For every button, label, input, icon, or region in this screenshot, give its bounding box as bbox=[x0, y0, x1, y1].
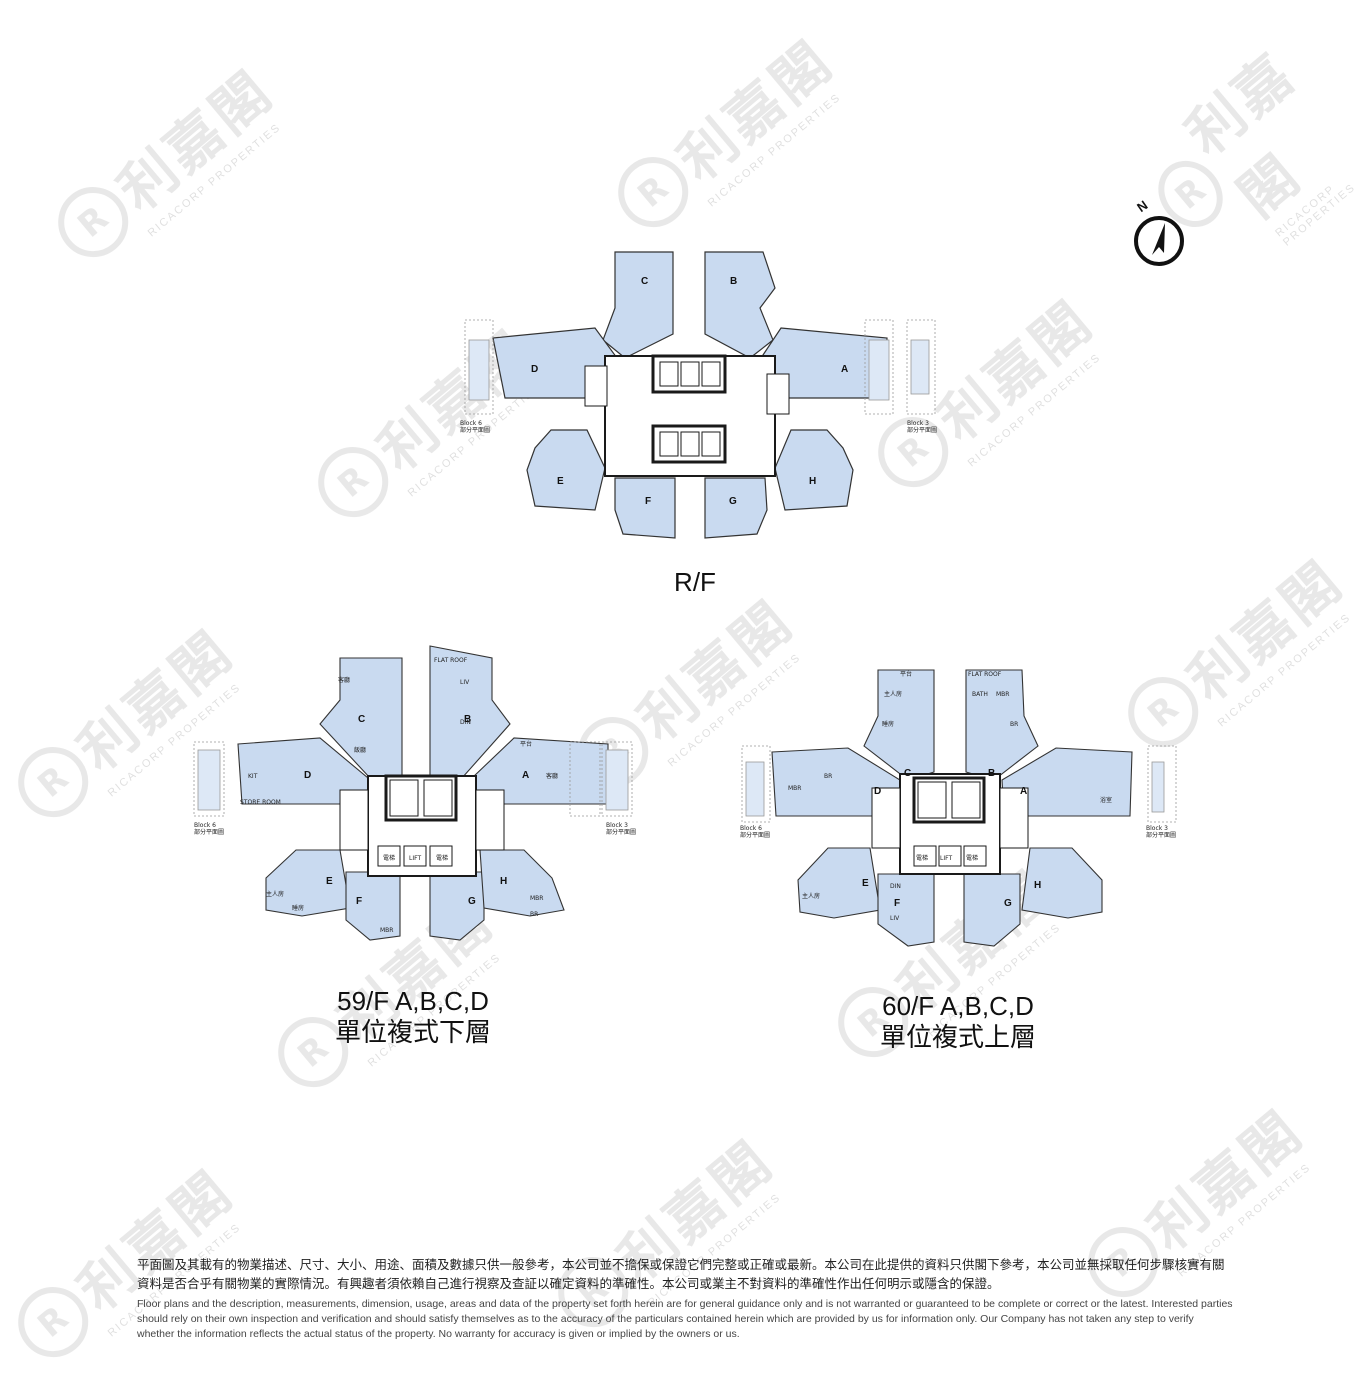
59f-caption-line2: 單位複式下層 bbox=[334, 1018, 491, 1048]
room-label: KIT bbox=[248, 773, 258, 780]
disclaimer: 平面圖及其載有的物業描述、尺寸、大小、用途、面積及數據只供一般參考，本公司並不擔… bbox=[137, 1255, 1233, 1342]
room-label: MBR bbox=[380, 927, 393, 934]
compass-n-label: N bbox=[1134, 197, 1150, 215]
unit-label-b: B bbox=[988, 768, 995, 779]
unit-label-d: D bbox=[531, 364, 538, 375]
room-label: 主人房 bbox=[266, 890, 284, 898]
room-label: BR bbox=[824, 773, 832, 780]
unit-label-b: B bbox=[730, 276, 737, 287]
room-label: 平台 bbox=[900, 670, 912, 678]
room-label: LIV bbox=[890, 915, 900, 922]
unit-label-h: H bbox=[1034, 880, 1041, 891]
room-label: 平台 bbox=[520, 740, 532, 748]
block-6-label: Block 6 bbox=[740, 825, 762, 832]
room-label: STORE ROOM bbox=[240, 799, 281, 806]
60f-caption: 60/F A,B,C,D 單位複式上層 bbox=[828, 990, 1088, 1054]
room-label: BATH bbox=[972, 691, 988, 698]
room-label: MBR bbox=[996, 691, 1009, 698]
room-label: FLAT ROOF bbox=[968, 671, 1002, 678]
unit-label-c: C bbox=[904, 768, 911, 779]
room-label: LIFT bbox=[409, 855, 421, 862]
room-label: MBR bbox=[530, 895, 543, 902]
block-3-sub: 部分平面圖 bbox=[1146, 831, 1176, 839]
disclaimer-english: Floor plans and the description, measure… bbox=[137, 1298, 1233, 1340]
unit-label-g: G bbox=[729, 496, 737, 507]
room-label: 電梯 bbox=[383, 854, 395, 862]
disclaimer-chinese: 平面圖及其載有的物業描述、尺寸、大小、用途、面積及數據只供一般參考，本公司並不擔… bbox=[137, 1257, 1225, 1291]
room-label: LIFT bbox=[940, 855, 952, 862]
60f-floor-plan: C B D A E F G H 平台 FLAT ROOF 主人房 MBR BR … bbox=[738, 662, 1178, 952]
unit-label-h: H bbox=[500, 876, 507, 887]
60f-caption-line2: 單位複式上層 bbox=[879, 1023, 1036, 1053]
unit-label-a: A bbox=[841, 364, 848, 375]
unit-label-e: E bbox=[862, 878, 869, 889]
room-label: BR bbox=[530, 911, 538, 918]
unit-label-d: D bbox=[874, 786, 881, 797]
unit-label-c: C bbox=[358, 714, 365, 725]
block-3-label: Block 3 bbox=[907, 420, 929, 427]
room-label: 飯廳 bbox=[354, 746, 366, 754]
block-3-sub: 部分平面圖 bbox=[907, 426, 937, 434]
59f-caption-line1: 59/F A,B,C,D bbox=[337, 986, 489, 1016]
unit-label-g: G bbox=[1004, 898, 1012, 909]
room-label: 睡房 bbox=[292, 904, 304, 912]
unit-label-g: G bbox=[468, 896, 476, 907]
block-6-sub: 部分平面圖 bbox=[194, 828, 224, 836]
unit-label-b: B bbox=[464, 714, 471, 725]
block-6-sub: 部分平面圖 bbox=[740, 831, 770, 839]
room-label: 主人房 bbox=[802, 892, 820, 900]
north-compass-icon: N bbox=[1128, 195, 1192, 280]
room-label: LIV bbox=[460, 679, 470, 686]
room-label: 睡房 bbox=[882, 720, 894, 728]
unit-label-f: F bbox=[645, 496, 651, 507]
unit-label-f: F bbox=[356, 896, 362, 907]
room-label: 客廳 bbox=[338, 676, 350, 684]
unit-label-e: E bbox=[557, 476, 564, 487]
room-label: 電梯 bbox=[916, 854, 928, 862]
room-label: 浴室 bbox=[1100, 796, 1112, 804]
block-3-sub: 部分平面圖 bbox=[606, 828, 636, 836]
59f-caption: 59/F A,B,C,D 單位複式下層 bbox=[283, 985, 543, 1049]
block-6-label: Block 6 bbox=[460, 420, 482, 427]
room-label: MBR bbox=[788, 785, 801, 792]
unit-label-c: C bbox=[641, 276, 648, 287]
block-6-sub: 部分平面圖 bbox=[460, 426, 490, 434]
block-6-label: Block 6 bbox=[194, 822, 216, 829]
unit-label-e: E bbox=[326, 876, 333, 887]
unit-label-h: H bbox=[809, 476, 816, 487]
room-label: DIN bbox=[890, 883, 901, 890]
room-label: 客廳 bbox=[546, 772, 558, 780]
rf-caption: R/F bbox=[674, 567, 716, 597]
room-label: FLAT ROOF bbox=[434, 657, 468, 664]
unit-label-f: F bbox=[894, 898, 900, 909]
unit-label-a: A bbox=[522, 770, 529, 781]
room-label: BR bbox=[1010, 721, 1018, 728]
unit-label-d: D bbox=[304, 770, 311, 781]
room-label: 電梯 bbox=[966, 854, 978, 862]
59f-floor-plan: C B D A E F G H 客廳 飯廳 FLAT ROOF LIV DIN … bbox=[190, 640, 650, 950]
room-label: 主人房 bbox=[884, 690, 902, 698]
rf-floor-plan: C B D A E F G H Block 6 部分平面圖 Block 3 部分… bbox=[455, 248, 945, 548]
unit-label-a: A bbox=[1020, 786, 1027, 797]
block-3-label: Block 3 bbox=[606, 822, 628, 829]
60f-caption-line1: 60/F A,B,C,D bbox=[882, 991, 1034, 1021]
room-label: 電梯 bbox=[436, 854, 448, 862]
room-label: DIN bbox=[460, 719, 471, 726]
block-3-label: Block 3 bbox=[1146, 825, 1168, 832]
